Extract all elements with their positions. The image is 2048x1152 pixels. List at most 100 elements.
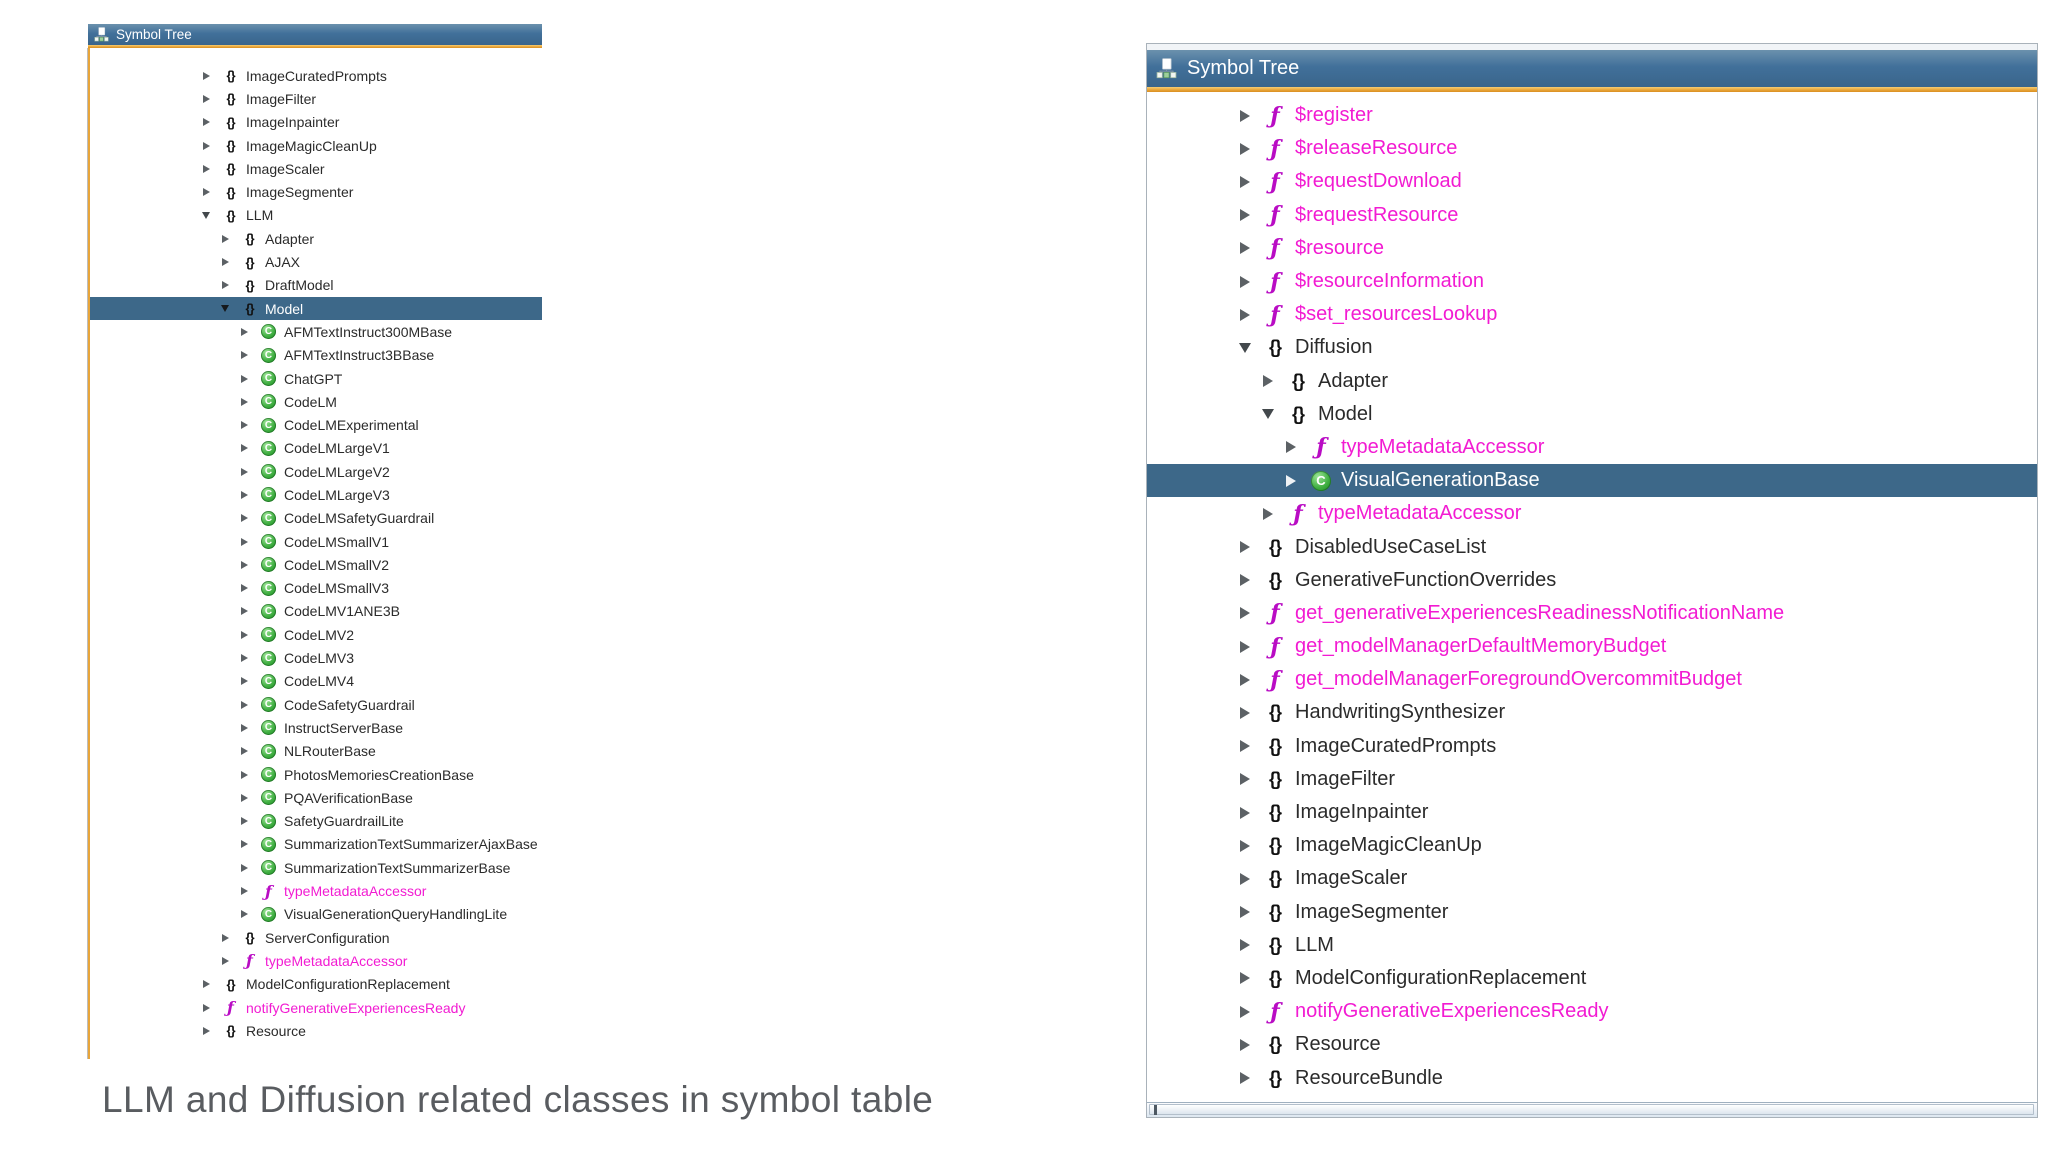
tree-item[interactable]: ƒ$requestResource — [1147, 199, 2037, 232]
expand-icon[interactable] — [219, 281, 231, 290]
expand-icon[interactable] — [1283, 474, 1298, 487]
expand-icon[interactable] — [200, 71, 212, 80]
expand-icon[interactable] — [1237, 541, 1252, 554]
tree-item[interactable]: {}ImageMagicCleanUp — [1147, 829, 2037, 862]
expand-icon[interactable] — [238, 770, 250, 779]
horizontal-scrollbar[interactable] — [1147, 1102, 2037, 1117]
tree-item[interactable]: {}DraftModel — [90, 274, 542, 297]
expand-icon[interactable] — [1260, 375, 1275, 388]
tree-item[interactable]: {}ImageFilter — [1147, 763, 2037, 796]
expand-icon[interactable] — [1237, 640, 1252, 653]
expand-icon[interactable] — [238, 514, 250, 523]
tree-item[interactable]: {}ModelConfigurationReplacement — [90, 973, 542, 996]
expand-icon[interactable] — [200, 164, 212, 173]
expand-icon[interactable] — [200, 118, 212, 127]
expand-icon[interactable] — [1237, 209, 1252, 222]
tree-item[interactable]: ƒ$register — [1147, 99, 2037, 132]
tree-item[interactable]: ƒ$requestDownload — [1147, 165, 2037, 198]
expand-icon[interactable] — [1237, 706, 1252, 719]
expand-icon[interactable] — [200, 188, 212, 197]
expand-icon[interactable] — [238, 700, 250, 709]
expand-icon[interactable] — [238, 374, 250, 383]
tree-item[interactable]: {}ImageSegmenter — [1147, 896, 2037, 929]
tree-item[interactable]: {}ImageScaler — [1147, 862, 2037, 895]
expand-icon[interactable] — [1237, 308, 1252, 321]
expand-icon[interactable] — [200, 141, 212, 150]
expand-icon[interactable] — [1237, 872, 1252, 885]
scrollbar-thumb[interactable] — [1149, 1104, 2034, 1115]
tree-item[interactable]: {}GenerativeFunctionOverrides — [1147, 564, 2037, 597]
expand-icon[interactable] — [238, 840, 250, 849]
expand-icon[interactable] — [238, 444, 250, 453]
expand-icon[interactable] — [1237, 773, 1252, 786]
expand-icon[interactable] — [238, 327, 250, 336]
tree-item[interactable]: {}LLM — [90, 204, 542, 227]
tree-item[interactable]: {}ImageCuratedPrompts — [90, 64, 542, 87]
tree-item[interactable]: {}ImageInpainter — [90, 111, 542, 134]
tree-item[interactable]: {}Adapter — [1147, 365, 2037, 398]
expand-icon[interactable] — [238, 490, 250, 499]
tree-item[interactable]: {}ImageScaler — [90, 157, 542, 180]
expand-icon[interactable] — [200, 94, 212, 103]
expand-icon[interactable] — [1237, 1038, 1252, 1051]
tree-item[interactable]: {}Model — [1147, 398, 2037, 431]
expand-icon[interactable] — [1283, 441, 1298, 454]
tree-item[interactable]: {}ModelConfigurationReplacement — [1147, 962, 2037, 995]
tree-item[interactable]: {}ResourceBundle — [1147, 1061, 2037, 1094]
expand-icon[interactable] — [238, 910, 250, 919]
expand-icon[interactable] — [1237, 275, 1252, 288]
expand-icon[interactable] — [1237, 142, 1252, 155]
expand-icon[interactable] — [238, 863, 250, 872]
expand-icon[interactable] — [219, 933, 231, 942]
expand-icon[interactable] — [200, 1026, 212, 1035]
tree-item[interactable]: {}ImageSegmenter — [90, 180, 542, 203]
tree-item[interactable]: ƒ$resourceInformation — [1147, 265, 2037, 298]
collapse-icon[interactable] — [219, 305, 231, 313]
collapse-icon[interactable] — [1260, 409, 1275, 420]
expand-icon[interactable] — [238, 421, 250, 430]
tree-item[interactable]: {}ImageMagicCleanUp — [90, 134, 542, 157]
expand-icon[interactable] — [238, 584, 250, 593]
collapse-icon[interactable] — [1237, 342, 1252, 353]
tree-item[interactable]: {}ImageInpainter — [1147, 796, 2037, 829]
tree-item[interactable]: ƒ$releaseResource — [1147, 132, 2037, 165]
expand-icon[interactable] — [1237, 806, 1252, 819]
expand-icon[interactable] — [238, 351, 250, 360]
tree-item[interactable]: ƒ$resource — [1147, 232, 2037, 265]
expand-icon[interactable] — [219, 258, 231, 267]
expand-icon[interactable] — [238, 630, 250, 639]
expand-icon[interactable] — [1237, 740, 1252, 753]
tree-item[interactable]: {}ServerConfiguration — [90, 926, 542, 949]
tree-item[interactable]: {}Adapter — [90, 227, 542, 250]
tree-item[interactable]: {}ImageFilter — [90, 87, 542, 110]
expand-icon[interactable] — [238, 677, 250, 686]
expand-icon[interactable] — [219, 956, 231, 965]
expand-icon[interactable] — [1237, 972, 1252, 985]
expand-icon[interactable] — [1237, 175, 1252, 188]
expand-icon[interactable] — [1237, 1005, 1252, 1018]
expand-icon[interactable] — [238, 793, 250, 802]
expand-icon[interactable] — [1237, 673, 1252, 686]
